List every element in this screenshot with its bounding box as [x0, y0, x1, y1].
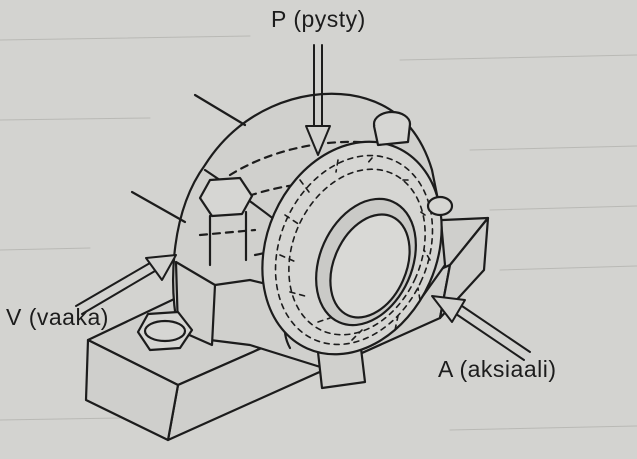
- bearing-inner-ring: [315, 197, 417, 327]
- arrow-axial-load: [431, 295, 531, 361]
- bolt-base-left: [136, 310, 194, 352]
- bolt-cap-right: [372, 110, 412, 147]
- bearing-rollers: [274, 154, 434, 346]
- arrow-horizontal-load: [75, 254, 177, 315]
- label-axial-load: A (aksiaali): [438, 356, 557, 382]
- bolt-cap-left: [198, 176, 254, 267]
- arrow-vertical-load: [305, 44, 331, 156]
- bolt-base-right: [426, 195, 454, 217]
- paper-texture: [0, 35, 637, 431]
- label-horizontal-load: V (vaaka): [6, 304, 109, 330]
- label-vertical-load: P (pysty): [271, 6, 366, 32]
